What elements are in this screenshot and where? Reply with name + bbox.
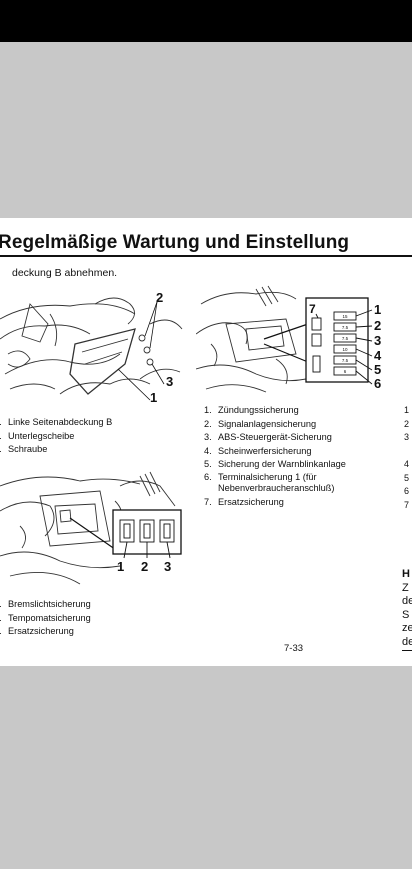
side-cover-illustration: 2 3 1 <box>0 290 183 404</box>
callout-5: 5 <box>374 362 381 377</box>
list-item: 6.Terminalsicherung 1 (für Nebenverbrauc… <box>204 471 335 493</box>
list-item: 3.ABS-Steuergerät-Sicherung <box>204 432 332 442</box>
callout-6: 6 <box>374 376 381 391</box>
list-item: 2.Signalanlagensicherung <box>204 418 317 429</box>
list-item: 1.Bremslichtsicherung <box>0 599 91 609</box>
intro-text: deckung B abnehmen. <box>12 267 118 279</box>
list-item: 2.Unterlegscheibe <box>0 430 75 441</box>
callout-2: 2 <box>141 559 148 574</box>
callout-7: 7 <box>309 302 316 316</box>
list-side-cover: 1.Linke Seitenabdeckung B 2.Unterlegsche… <box>0 416 184 457</box>
page-title: Regelmäßige Wartung und Einstellung <box>0 232 350 253</box>
next-column-text: H Z de S ze de <box>402 568 412 648</box>
next-column-heading: H <box>402 568 410 580</box>
figure-fuse-box-main: 15 7.5 7.5 10 7.5 6 7 1 2 3 4 5 6 <box>196 284 396 396</box>
fuse-box-left-illustration: 1 2 3 <box>0 471 182 585</box>
callout-2: 2 <box>156 290 163 305</box>
list-item: 1.Zündungssicherung <box>204 405 299 415</box>
fuse-value: 7.5 <box>342 325 349 330</box>
callout-3: 3 <box>166 374 173 389</box>
top-black-bar <box>0 0 412 42</box>
next-column-rule <box>402 650 412 651</box>
fuse-value: 7.5 <box>342 336 349 341</box>
callout-2: 2 <box>374 318 381 333</box>
figure-fuse-box-left: 1 2 3 <box>0 466 185 591</box>
callout-1: 1 <box>117 559 124 574</box>
title-underline <box>0 255 412 257</box>
figure-side-cover: 2 3 1 <box>0 284 185 404</box>
list-item: 5.Sicherung der Warnblinkanlage <box>204 459 346 469</box>
page-number: 7-33 <box>284 643 304 654</box>
callout-3: 3 <box>164 559 171 574</box>
list-item: 1.Linke Seitenabdeckung B <box>0 417 113 427</box>
fuse-value: 6 <box>344 369 347 374</box>
fuse-value: 7.5 <box>342 358 349 363</box>
list-fuse-box-main: 1.Zündungssicherung 2.Signalanlagensiche… <box>204 404 394 509</box>
list-item: 4.Scheinwerfersicherung <box>204 445 312 456</box>
fuse-value: 10 <box>342 347 348 352</box>
callout-1: 1 <box>374 302 381 317</box>
callout-1: 1 <box>150 390 157 404</box>
fuse-value: 15 <box>342 314 348 319</box>
callout-4: 4 <box>374 348 382 363</box>
list-fuse-box-left: 1.Bremslichtsicherung 2.Tempomatsicherun… <box>0 598 184 639</box>
next-column-numbers: 1 2 3 4 5 6 7 <box>404 405 410 510</box>
list-item: 2.Tempomatsicherung <box>0 612 91 623</box>
list-item: 3.Schraube <box>0 444 48 454</box>
list-item: 7.Ersatzsicherung <box>204 496 284 507</box>
fuse-box-main-illustration: 15 7.5 7.5 10 7.5 6 7 1 2 3 4 5 6 <box>196 285 382 393</box>
callout-3: 3 <box>374 333 381 348</box>
manual-page: Regelmäßige Wartung und Einstellung deck… <box>0 218 412 666</box>
list-item: 3.Ersatzsicherung <box>0 626 74 636</box>
